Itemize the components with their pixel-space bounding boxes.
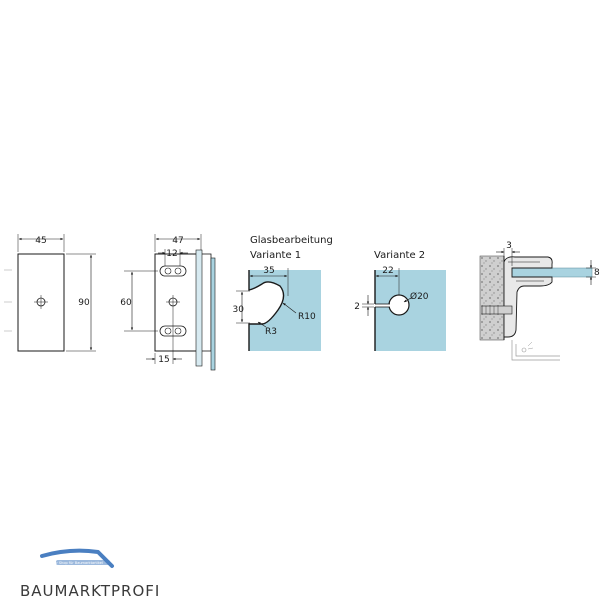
side-view: 47 12 60 15 (120, 234, 216, 371)
variant-2-depth-label: 22 (382, 266, 393, 276)
variant-1-title: Variante 1 (250, 250, 301, 261)
section-thickness-label: 8 (594, 268, 600, 278)
logo-roof-swoosh (40, 548, 114, 568)
front-height-label: 90 (78, 298, 90, 308)
front-view: 45 90 (4, 234, 96, 352)
logo-tagline: Ihr Shop für Baumarktartikel (53, 561, 103, 565)
variant-2-diameter-label: Ø20 (410, 291, 429, 302)
upper-slot (159, 265, 187, 277)
wall-section (479, 255, 505, 341)
side-clamp-body (200, 253, 212, 352)
slot-width-label: 12 (166, 249, 177, 259)
baumarktprofi-logo: Ihr Shop für Baumarktartikel BAUMARKTPRO… (20, 548, 160, 600)
side-width-label: 47 (172, 236, 183, 246)
section-view: 3 8 (479, 241, 600, 361)
section-glass-pane (511, 267, 593, 278)
variant-1-glass (249, 270, 321, 351)
side-gasket (195, 249, 203, 367)
wall-screw (481, 305, 513, 315)
variant-1-width-label: 30 (233, 305, 245, 315)
side-glass-pane (210, 257, 216, 371)
variant-1-radius-large-label: R10 (298, 312, 316, 322)
clamp-profile (503, 256, 553, 338)
variant-1-radius-small-label: R3 (265, 327, 277, 337)
variant-1: Glasbearbeitung Variante 1 35 30 R10 R3 (233, 235, 333, 351)
variant-2-title: Variante 2 (374, 250, 425, 261)
variant-2: Variante 2 22 2 Ø20 (354, 250, 446, 351)
variant-1-depth-label: 35 (263, 266, 274, 276)
variant-2-hole (388, 294, 410, 316)
offset-label: 15 (158, 355, 169, 365)
hole-spacing-label: 60 (120, 298, 132, 308)
logo-wordmark: BAUMARKTPROFI (20, 582, 160, 600)
section-offset-label: 3 (506, 241, 512, 251)
glass-processing-heading: Glasbearbeitung (250, 235, 333, 246)
variant-1-cutout-edge (248, 270, 285, 351)
variant-2-gap-label: 2 (354, 302, 360, 312)
variant-2-glass (375, 270, 446, 351)
front-width-label: 45 (35, 236, 46, 246)
